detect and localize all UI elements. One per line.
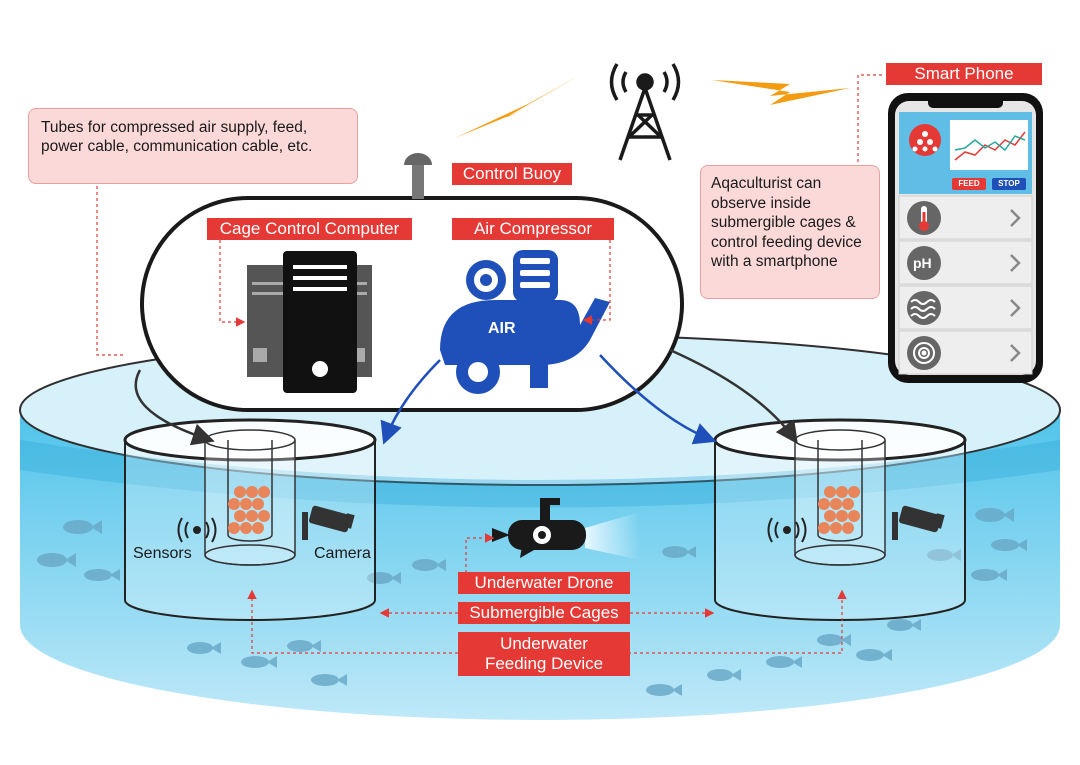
fish	[766, 656, 802, 668]
aquaculturist-note-text: Aqaculturist can observe inside submergi…	[711, 175, 862, 270]
fish	[37, 553, 76, 567]
sensor-icon	[767, 517, 807, 543]
camera-label: Camera	[314, 545, 371, 562]
fish	[646, 684, 682, 696]
fish	[975, 508, 1014, 522]
cage-control-computer-label: Cage Control Computer	[207, 218, 412, 240]
feed-button[interactable]: FEED	[952, 178, 986, 190]
fish	[241, 656, 277, 668]
fish	[412, 559, 446, 571]
feed-pellets	[818, 486, 860, 534]
air-label: AIR	[488, 320, 516, 337]
control-buoy	[140, 153, 684, 412]
chevron-right-icon	[1010, 209, 1021, 362]
lightning-icon	[712, 80, 850, 105]
lightning-icon	[455, 75, 580, 138]
smart-phone-label: Smart Phone	[886, 63, 1042, 85]
fish	[287, 640, 321, 652]
tubes-note: Tubes for compressed air supply, feed, p…	[28, 108, 358, 184]
underwater-feeding-device-label: Underwater Feeding Device	[458, 632, 630, 676]
fish	[707, 669, 741, 681]
radio-tower-icon	[609, 63, 681, 161]
fish	[971, 569, 1007, 581]
fish	[662, 546, 696, 558]
feed-pellets	[228, 486, 270, 534]
fish	[367, 572, 401, 584]
fish	[84, 569, 120, 581]
computer-icon	[247, 251, 372, 393]
aquaculturist-note: Aqaculturist can observe inside submergi…	[700, 165, 880, 299]
left-submergible-cage	[123, 418, 377, 621]
fish	[856, 649, 892, 661]
fish	[887, 619, 921, 631]
camera-icon	[892, 505, 945, 540]
air-compressor-label: Air Compressor	[452, 218, 614, 240]
camera-icon	[302, 505, 355, 540]
smartphone-icon	[888, 93, 1043, 383]
target-icon	[913, 342, 935, 364]
thermometer-icon	[919, 206, 929, 231]
stop-button[interactable]: STOP	[992, 178, 1026, 190]
tubes-note-text: Tubes for compressed air supply, feed, p…	[41, 119, 313, 155]
ph-icon: pH	[913, 255, 932, 271]
right-submergible-cage	[713, 418, 967, 621]
fish	[991, 539, 1027, 551]
air-compressor-icon	[440, 250, 610, 394]
fish	[311, 674, 347, 686]
phone-rows	[898, 195, 1033, 375]
tubes	[134, 348, 798, 446]
fish-school	[37, 508, 1027, 696]
underwater-drone-label: Underwater Drone	[458, 572, 630, 594]
underwater-drone-icon	[492, 498, 640, 560]
control-buoy-label: Control Buoy	[452, 163, 572, 185]
fish	[927, 549, 961, 561]
submergible-cages-label: Submergible Cages	[458, 602, 630, 624]
sensor-icon	[177, 517, 217, 543]
fish	[187, 642, 221, 654]
fish	[63, 520, 102, 534]
fish	[817, 634, 851, 646]
waves-icon	[910, 299, 936, 319]
leader-lines	[96, 74, 885, 654]
sensors-label: Sensors	[133, 545, 192, 562]
